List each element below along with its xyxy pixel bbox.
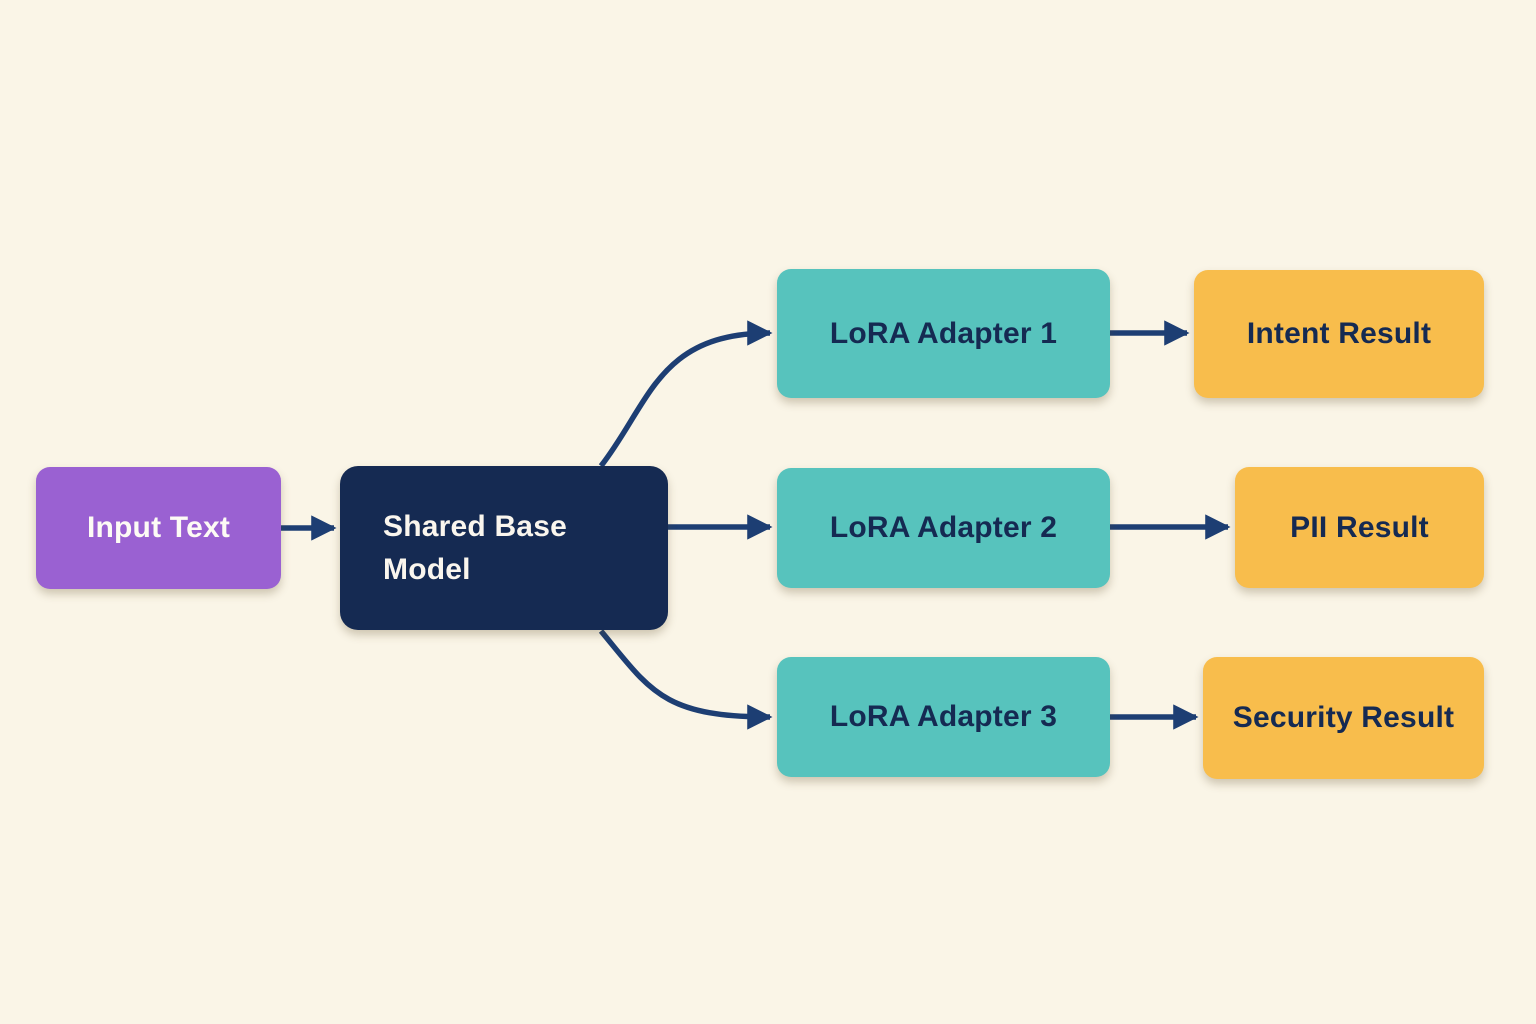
node-lora-adapter-1-label: LoRA Adapter 1	[829, 316, 1058, 350]
node-shared-base-model-label: Shared Base Model	[383, 509, 567, 587]
edge-base-to-adapter1	[598, 320, 773, 468]
node-input-text-label: Input Text	[86, 511, 231, 544]
node-lora-adapter-3-label: LoRA Adapter 3	[829, 700, 1058, 733]
node-lora-adapter-3: LoRA Adapter 3	[777, 657, 1110, 777]
node-intent-result-label: Intent Result	[1246, 317, 1432, 350]
node-lora-adapter-2: LoRA Adapter 2	[777, 468, 1110, 588]
node-security-result: Security Result	[1203, 657, 1484, 779]
node-lora-adapter-1: LoRA Adapter 1	[777, 269, 1110, 398]
node-shared-base-model: Shared Base Model	[340, 466, 668, 630]
node-input-text: Input Text	[36, 467, 281, 589]
node-lora-adapter-2-label: LoRA Adapter 2	[829, 511, 1058, 544]
node-pii-result-label: PII Result	[1290, 510, 1429, 544]
edge-base-to-adapter3	[598, 629, 773, 730]
node-intent-result: Intent Result	[1194, 270, 1484, 398]
node-pii-result: PII Result	[1235, 467, 1484, 588]
node-security-result-label: Security Result	[1232, 701, 1455, 734]
